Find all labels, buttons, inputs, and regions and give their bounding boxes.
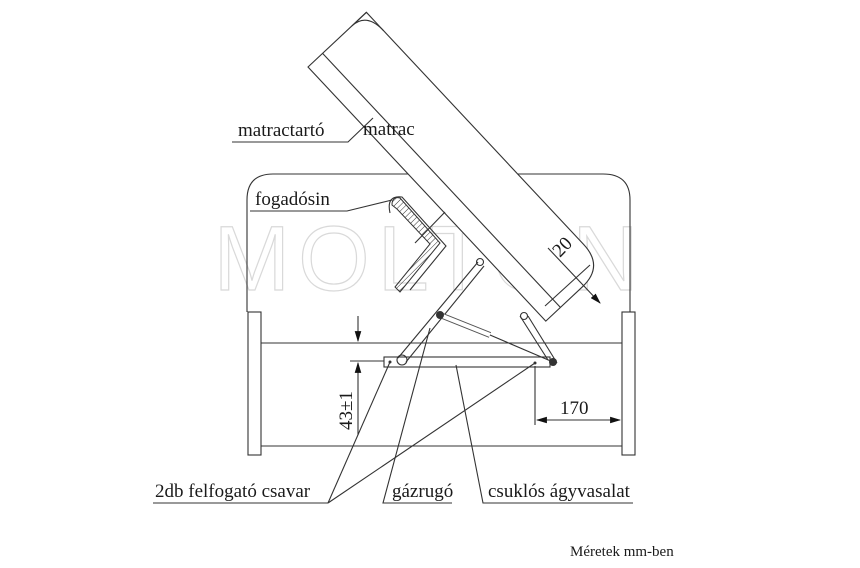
mattress: [307, 11, 595, 322]
dimension-43: 43±1: [336, 316, 384, 435]
leader-mattress-frame: [232, 117, 374, 143]
leader-screw-right: [327, 362, 536, 504]
label-mattress-frame: matractartó: [238, 120, 325, 141]
svg-text:43±1: 43±1: [336, 391, 357, 430]
leader-receiving-rail: [250, 199, 393, 212]
mattress-assembly: [307, 11, 595, 322]
rail-dimension-line: [414, 211, 446, 244]
right-leg: [621, 311, 636, 456]
mattress-frame-edge: [322, 52, 561, 308]
leader-screw-left: [327, 361, 391, 504]
receiving-rail: [391, 197, 441, 293]
hinge-mechanism: [383, 257, 558, 368]
label-receiving-rail: fogadósin: [255, 189, 330, 210]
mattress-corner: [351, 11, 384, 31]
label-screws: 2db felfogató csavar: [155, 481, 311, 502]
dimension-170: 170: [534, 366, 622, 425]
left-leg: [247, 311, 262, 456]
svg-text:170: 170: [560, 398, 589, 419]
leader-hinged-fitting: [455, 364, 633, 504]
gas-spring-rod: [489, 334, 554, 363]
rail-bracket: [388, 196, 447, 291]
label-hinged-fitting: csuklós ágyvasalat: [488, 481, 631, 502]
units-note: Méretek mm-ben: [570, 544, 674, 560]
label-gas-spring: gázrugó: [392, 481, 453, 502]
label-mattress: matrac: [363, 119, 415, 140]
leader-gas-spring: [382, 327, 452, 504]
